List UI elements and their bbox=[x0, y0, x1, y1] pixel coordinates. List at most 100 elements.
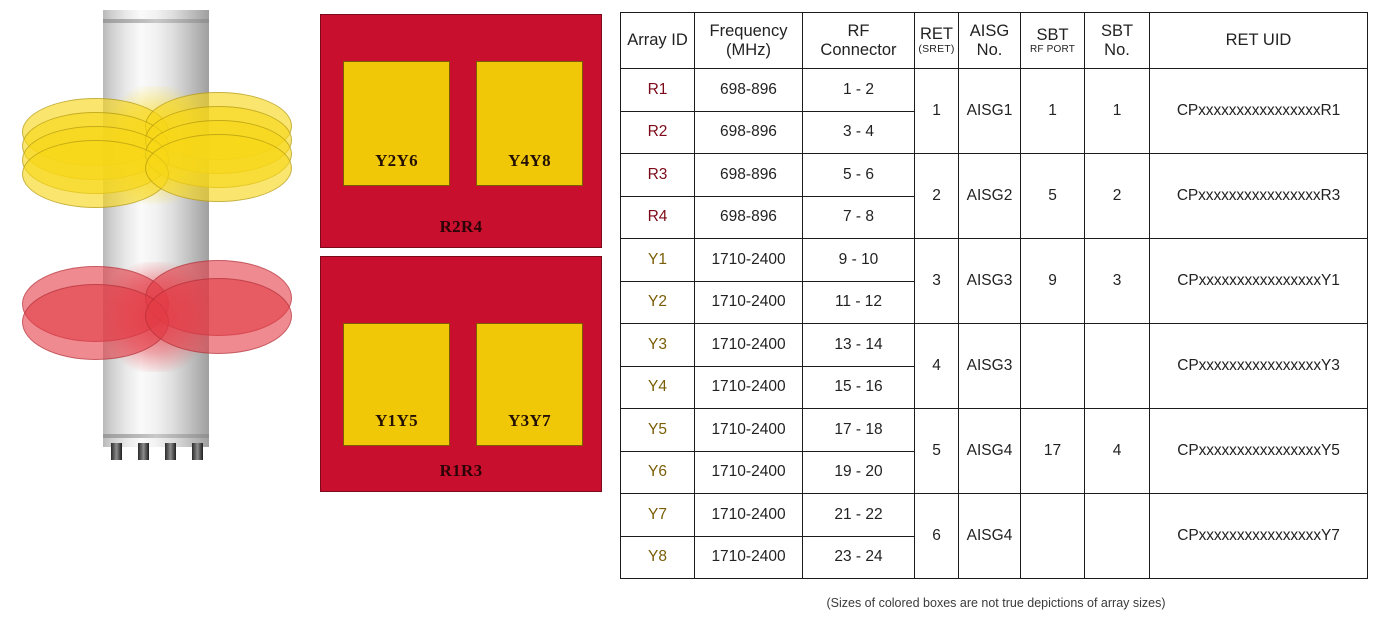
cell-frequency: 1710-2400 bbox=[694, 280, 803, 324]
array-box-y2y6: Y2Y6 bbox=[343, 61, 450, 186]
cell-array-id: Y6 bbox=[620, 450, 695, 494]
cell-ret-uid: CPxxxxxxxxxxxxxxxxR3 bbox=[1149, 153, 1368, 239]
antenna-connector-1 bbox=[111, 443, 122, 460]
cell-rf-connector: 7 - 8 bbox=[802, 195, 915, 239]
col-header-frequency: Frequency (MHz) bbox=[694, 12, 803, 69]
table-header-row: Array ID Frequency (MHz) RF Connector RE… bbox=[620, 12, 1368, 69]
cell-rf-connector: 11 - 12 bbox=[802, 280, 915, 324]
cell-array-id: Y4 bbox=[620, 365, 695, 409]
cell-rf-connector: 3 - 4 bbox=[802, 110, 915, 154]
cell-rf-connector: 21 - 22 bbox=[802, 493, 915, 537]
cell-frequency: 698-896 bbox=[694, 110, 803, 154]
array-panel-r2r4: Y2Y6 Y4Y8 R2R4 bbox=[320, 14, 602, 248]
col-header-array-id: Array ID bbox=[620, 12, 695, 69]
cell-array-id: Y1 bbox=[620, 238, 695, 282]
cell-aisg-no: AISG3 bbox=[958, 323, 1021, 409]
cell-array-id: Y7 bbox=[620, 493, 695, 537]
col-header-aisg-no: AISG No. bbox=[958, 12, 1021, 69]
cell-rf-connector: 19 - 20 bbox=[802, 450, 915, 494]
cell-ret-uid: CPxxxxxxxxxxxxxxxxY5 bbox=[1149, 408, 1368, 494]
array-box-label: Y3Y7 bbox=[508, 411, 551, 430]
cell-ret-uid: CPxxxxxxxxxxxxxxxxY7 bbox=[1149, 493, 1368, 579]
panel-label-r2r4: R2R4 bbox=[439, 217, 483, 236]
mast-bottom-cap bbox=[103, 434, 209, 438]
antenna-connector-3 bbox=[165, 443, 176, 460]
cell-frequency: 698-896 bbox=[694, 195, 803, 239]
cell-frequency: 1710-2400 bbox=[694, 493, 803, 537]
cell-sbt-no bbox=[1084, 493, 1150, 579]
cell-array-id: R4 bbox=[620, 195, 695, 239]
array-box-y4y8: Y4Y8 bbox=[476, 61, 583, 186]
cell-rf-connector: 5 - 6 bbox=[802, 153, 915, 197]
antenna-connector-2 bbox=[138, 443, 149, 460]
array-box-y1y5: Y1Y5 bbox=[343, 323, 450, 446]
cell-array-id: R1 bbox=[620, 68, 695, 112]
cell-array-id: R3 bbox=[620, 153, 695, 197]
cell-frequency: 1710-2400 bbox=[694, 238, 803, 282]
cell-ret: 1 bbox=[914, 68, 959, 154]
col-header-sbt-rf-port: SBT RF PORT bbox=[1020, 12, 1085, 69]
cell-rf-connector: 15 - 16 bbox=[802, 365, 915, 409]
cell-rf-connector: 23 - 24 bbox=[802, 535, 915, 579]
cell-sbt-no: 4 bbox=[1084, 408, 1150, 494]
cell-ret: 2 bbox=[914, 153, 959, 239]
col-header-ret: RET (SRET) bbox=[914, 12, 959, 69]
cell-frequency: 1710-2400 bbox=[694, 535, 803, 579]
cell-sbt-rf-port bbox=[1020, 323, 1085, 409]
cell-array-id: Y8 bbox=[620, 535, 695, 579]
cell-frequency: 698-896 bbox=[694, 153, 803, 197]
cell-array-id: R2 bbox=[620, 110, 695, 154]
cell-ret-uid: CPxxxxxxxxxxxxxxxxY3 bbox=[1149, 323, 1368, 409]
col-header-ret-uid: RET UID bbox=[1149, 12, 1368, 69]
cell-ret: 5 bbox=[914, 408, 959, 494]
cell-sbt-rf-port: 9 bbox=[1020, 238, 1085, 324]
cell-aisg-no: AISG4 bbox=[958, 493, 1021, 579]
cell-sbt-no bbox=[1084, 323, 1150, 409]
antenna-beam-illustration bbox=[0, 0, 300, 500]
cell-ret: 4 bbox=[914, 323, 959, 409]
cell-frequency: 1710-2400 bbox=[694, 365, 803, 409]
cell-aisg-no: AISG4 bbox=[958, 408, 1021, 494]
array-box-label: Y4Y8 bbox=[508, 151, 551, 170]
cell-ret-uid: CPxxxxxxxxxxxxxxxxY1 bbox=[1149, 238, 1368, 324]
figure-footnote: (Sizes of colored boxes are not true dep… bbox=[826, 596, 1166, 610]
cell-array-id: Y5 bbox=[620, 408, 695, 452]
cell-ret-uid: CPxxxxxxxxxxxxxxxxR1 bbox=[1149, 68, 1368, 154]
cell-sbt-no: 2 bbox=[1084, 153, 1150, 239]
cell-aisg-no: AISG2 bbox=[958, 153, 1021, 239]
cell-sbt-no: 3 bbox=[1084, 238, 1150, 324]
cell-frequency: 698-896 bbox=[694, 68, 803, 112]
array-box-label: Y1Y5 bbox=[375, 411, 418, 430]
cell-frequency: 1710-2400 bbox=[694, 323, 803, 367]
array-panel-r1r3: Y1Y5 Y3Y7 R1R3 bbox=[320, 256, 602, 492]
panel-label-r1r3: R1R3 bbox=[439, 461, 483, 480]
array-configuration-table: Array ID Frequency (MHz) RF Connector RE… bbox=[620, 12, 1368, 579]
cell-sbt-rf-port bbox=[1020, 493, 1085, 579]
cell-ret: 3 bbox=[914, 238, 959, 324]
antenna-connector-4 bbox=[192, 443, 203, 460]
cell-aisg-no: AISG3 bbox=[958, 238, 1021, 324]
antenna-connector-group bbox=[111, 443, 203, 460]
cell-array-id: Y2 bbox=[620, 280, 695, 324]
cell-ret: 6 bbox=[914, 493, 959, 579]
cell-sbt-rf-port: 5 bbox=[1020, 153, 1085, 239]
col-header-sbt-no: SBT No. bbox=[1084, 12, 1150, 69]
cell-rf-connector: 1 - 2 bbox=[802, 68, 915, 112]
cell-sbt-rf-port: 1 bbox=[1020, 68, 1085, 154]
cell-frequency: 1710-2400 bbox=[694, 408, 803, 452]
cell-sbt-rf-port: 17 bbox=[1020, 408, 1085, 494]
array-box-y3y7: Y3Y7 bbox=[476, 323, 583, 446]
mast-top-cap bbox=[103, 19, 209, 23]
cell-rf-connector: 13 - 14 bbox=[802, 323, 915, 367]
